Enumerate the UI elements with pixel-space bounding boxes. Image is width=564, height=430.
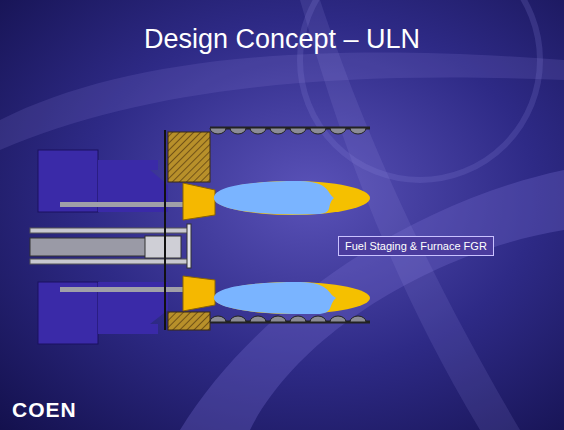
callout-box: Fuel Staging & Furnace FGR — [338, 236, 494, 256]
callout-text: Fuel Staging & Furnace FGR — [345, 240, 487, 252]
slide-title: Design Concept – ULN — [0, 24, 564, 55]
logo-text: COEN — [12, 398, 77, 422]
